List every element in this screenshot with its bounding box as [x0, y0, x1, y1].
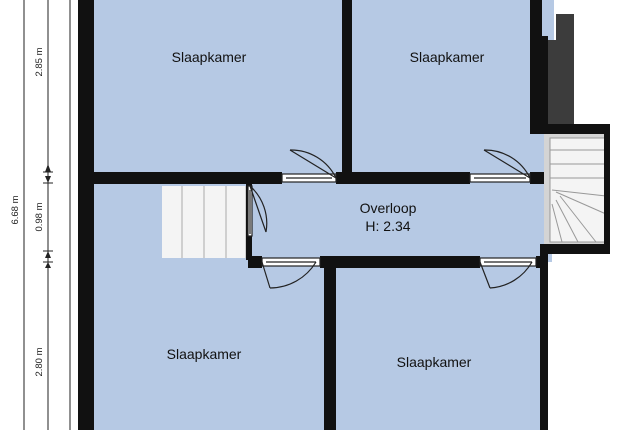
door-top-left — [281, 149, 337, 183]
room-label-bedroom-top-right: Slaapkamer — [410, 49, 485, 65]
shaft — [544, 14, 574, 124]
dim-label-top: 2.85 m — [34, 47, 45, 76]
dimension-lines — [23, 0, 71, 430]
doors — [247, 149, 537, 289]
door-bottom-left — [261, 257, 321, 289]
room-bedroom-top-left — [86, 0, 344, 178]
dimension-ticks — [45, 164, 51, 268]
door-bottom-right — [479, 257, 537, 289]
room-label-landing: Overloop — [360, 200, 417, 216]
room-bedroom-top-right — [344, 0, 554, 178]
room-bedroom-bottom-left — [86, 262, 330, 430]
room-label-bedroom-bottom-right: Slaapkamer — [397, 354, 472, 370]
walls — [78, 0, 610, 430]
room-label-landing-height: H: 2.34 — [365, 218, 410, 234]
room-label-bedroom-top-left: Slaapkamer — [172, 49, 247, 65]
room-landing — [86, 178, 552, 262]
dim-label-middle: 0.98 m — [34, 202, 45, 231]
dim-label-bottom: 2.80 m — [34, 347, 45, 376]
staircase-left — [162, 186, 248, 258]
room-bedroom-bottom-right — [330, 262, 546, 430]
door-stair — [247, 185, 268, 237]
door-top-right — [469, 149, 531, 183]
staircase-right — [544, 134, 610, 246]
dim-label-total: 6.68 m — [10, 195, 21, 224]
room-label-bedroom-bottom-left: Slaapkamer — [167, 346, 242, 362]
room-fills — [86, 0, 554, 430]
